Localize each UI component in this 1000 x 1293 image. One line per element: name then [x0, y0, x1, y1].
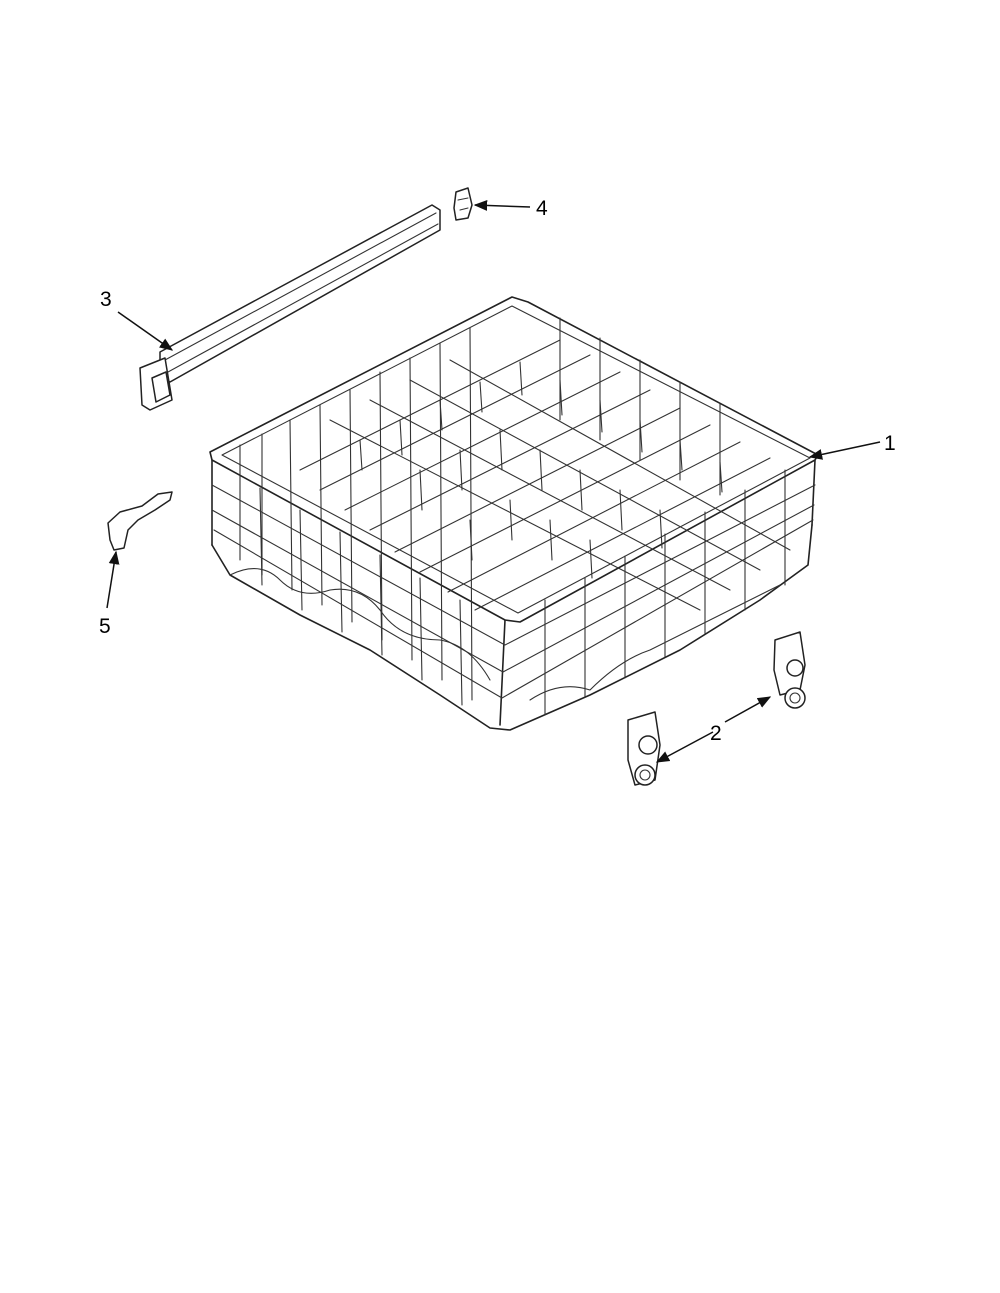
- callout-4: 4: [536, 197, 548, 220]
- callout-3: 3: [100, 288, 112, 311]
- leader-5: [106, 550, 120, 609]
- leader-2b: [724, 696, 772, 723]
- leader-1: [808, 441, 881, 460]
- rack-bracket: [107, 491, 173, 551]
- callout-1: 1: [884, 432, 896, 455]
- roller-assembly-right: [773, 631, 806, 709]
- callout-2: 2: [710, 722, 722, 745]
- leader-3: [117, 311, 174, 351]
- rail-clip: [453, 187, 473, 221]
- dish-rack: [209, 296, 819, 731]
- rack-rail: [139, 204, 441, 411]
- leader-4: [473, 200, 531, 211]
- callout-5: 5: [99, 615, 111, 638]
- leader-2a: [655, 731, 714, 763]
- roller-assembly-left: [627, 711, 661, 786]
